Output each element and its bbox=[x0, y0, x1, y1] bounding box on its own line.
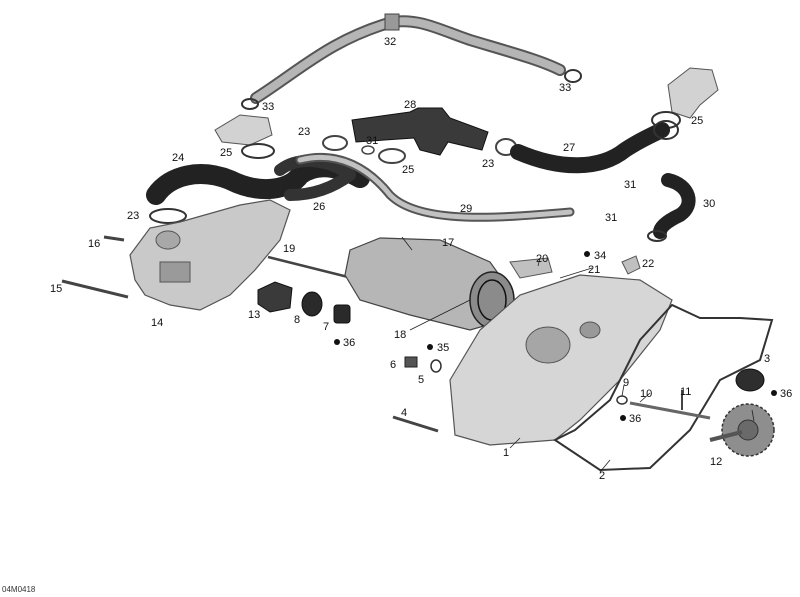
water-pump-housing bbox=[129, 199, 291, 311]
hose-clamp-group-center bbox=[322, 135, 517, 164]
callout-36-b: 36 bbox=[629, 413, 641, 425]
hose-clamp-25-right bbox=[653, 120, 679, 140]
callout-35: 35 bbox=[437, 342, 449, 354]
callout-5: 5 bbox=[418, 374, 424, 386]
callout-24: 24 bbox=[172, 152, 184, 164]
upper-coolant-hose bbox=[250, 13, 566, 104]
main-coolant-hose-24-26 bbox=[146, 143, 370, 205]
callout-7: 7 bbox=[323, 321, 329, 333]
crankcase-cover-1 bbox=[449, 274, 673, 446]
callout-23-b: 23 bbox=[482, 158, 494, 170]
callout-11: 11 bbox=[680, 386, 691, 398]
callout-33-b: 33 bbox=[262, 101, 274, 113]
fitting-22 bbox=[621, 255, 641, 275]
callout-4: 4 bbox=[401, 407, 407, 419]
callout-29: 29 bbox=[460, 203, 472, 215]
lubricant-drop-markers bbox=[334, 251, 777, 421]
callout-31-b: 31 bbox=[624, 179, 636, 191]
bolt-15 bbox=[61, 279, 129, 299]
callout-31-a: 31 bbox=[366, 135, 378, 147]
washer-9 bbox=[616, 395, 628, 405]
gear-12 bbox=[709, 403, 775, 457]
callout-36-a: 36 bbox=[343, 337, 355, 349]
callout-32: 32 bbox=[384, 36, 396, 48]
callout-36-c: 36 bbox=[780, 388, 792, 400]
bearing-3 bbox=[735, 368, 765, 392]
callout-20: 20 bbox=[536, 253, 548, 265]
callout-9: 9 bbox=[623, 377, 629, 389]
hose-clamp-33-left bbox=[241, 98, 259, 110]
callout-30: 30 bbox=[703, 198, 715, 210]
magneto-housing bbox=[344, 237, 515, 331]
callout-18: 18 bbox=[394, 329, 406, 341]
radiator-hose-27 bbox=[510, 122, 670, 174]
callout-3: 3 bbox=[764, 353, 770, 365]
callout-6: 6 bbox=[390, 359, 396, 371]
bearing-7 bbox=[333, 304, 351, 324]
callout-22: 22 bbox=[642, 258, 654, 270]
o-ring-5 bbox=[430, 359, 442, 373]
callout-8: 8 bbox=[294, 314, 300, 326]
impeller-13 bbox=[257, 281, 293, 313]
seal-8 bbox=[301, 291, 323, 317]
outlet-housing bbox=[651, 67, 719, 129]
callout-23-c: 23 bbox=[127, 210, 139, 222]
callout-25-b: 25 bbox=[402, 164, 414, 176]
coolant-manifold bbox=[351, 107, 489, 156]
callout-34: 34 bbox=[594, 250, 606, 262]
callout-28: 28 bbox=[404, 99, 416, 111]
leader-lines bbox=[401, 236, 755, 473]
callout-31-c: 31 bbox=[605, 212, 617, 224]
callout-2: 2 bbox=[599, 470, 605, 482]
thermostat-housing bbox=[214, 114, 273, 146]
callout-17: 17 bbox=[442, 237, 454, 249]
callout-12: 12 bbox=[710, 456, 722, 468]
callout-10: 10 bbox=[640, 388, 652, 400]
hose-clamp-33-right bbox=[564, 69, 582, 83]
plug-6 bbox=[404, 356, 418, 368]
callout-labels: 1 2 3 4 5 6 7 8 9 10 11 12 13 14 15 16 1… bbox=[50, 36, 792, 482]
hose-clamp-23-lower bbox=[149, 208, 187, 224]
bolt-16 bbox=[103, 235, 125, 242]
callout-15: 15 bbox=[50, 283, 62, 295]
callout-13: 13 bbox=[248, 309, 260, 321]
bypass-hose-30 bbox=[647, 173, 696, 242]
callout-33-a: 33 bbox=[559, 82, 571, 94]
bolt-4 bbox=[392, 415, 439, 433]
callout-25-a: 25 bbox=[220, 147, 232, 159]
sensor-20 bbox=[509, 257, 553, 279]
callout-1: 1 bbox=[503, 447, 509, 459]
callout-26: 26 bbox=[313, 201, 325, 213]
callout-23-a: 23 bbox=[298, 126, 310, 138]
callout-25-c: 25 bbox=[691, 115, 703, 127]
coolant-pipe-29 bbox=[295, 152, 575, 222]
callout-21: 21 bbox=[588, 264, 600, 276]
callout-27: 27 bbox=[563, 142, 575, 154]
shaft-10 bbox=[629, 401, 711, 420]
gasket-2 bbox=[553, 303, 774, 472]
diagram-reference-code: 04M0418 bbox=[2, 585, 36, 594]
callout-16: 16 bbox=[88, 238, 100, 250]
callout-19: 19 bbox=[283, 243, 295, 255]
callout-14: 14 bbox=[151, 317, 163, 329]
